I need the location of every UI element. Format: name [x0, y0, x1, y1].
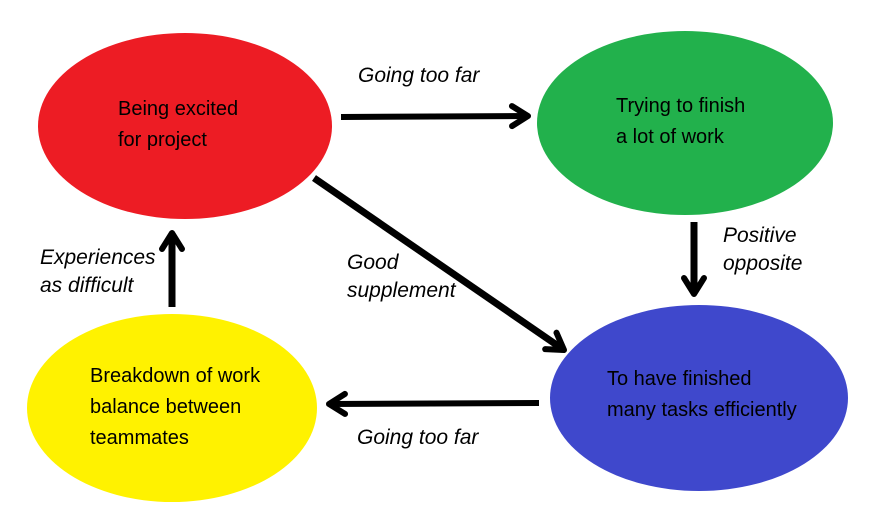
- node-trying-finish: [537, 31, 833, 215]
- edge-finished-to-breakdown-arrow: [326, 390, 540, 417]
- edge-label-going-too-far-top: Going too far: [358, 64, 480, 87]
- node-label-breakdown: Breakdown of work balance between teamma…: [90, 365, 261, 449]
- edge-excited-to-finished-arrow: [312, 175, 567, 353]
- node-label-trying-finish: Trying to finish a lot of work: [616, 95, 746, 148]
- node-label-finished-tasks: To have finished many tasks efficiently: [607, 368, 797, 421]
- edge-label-experiences-as-difficult: Experiences as difficult: [40, 246, 156, 297]
- edge-label-positive-opposite: Positive opposite: [723, 224, 803, 275]
- node-breakdown: [27, 314, 317, 502]
- node-finished-tasks: [550, 305, 848, 491]
- edge-label-good-supplement: Good supplement: [347, 251, 456, 302]
- edge-excited-to-trying-arrow: [340, 103, 531, 130]
- edge-label-going-too-far-bottom: Going too far: [357, 426, 479, 449]
- node-excited: [38, 33, 332, 219]
- node-label-excited: Being excited for project: [118, 98, 239, 151]
